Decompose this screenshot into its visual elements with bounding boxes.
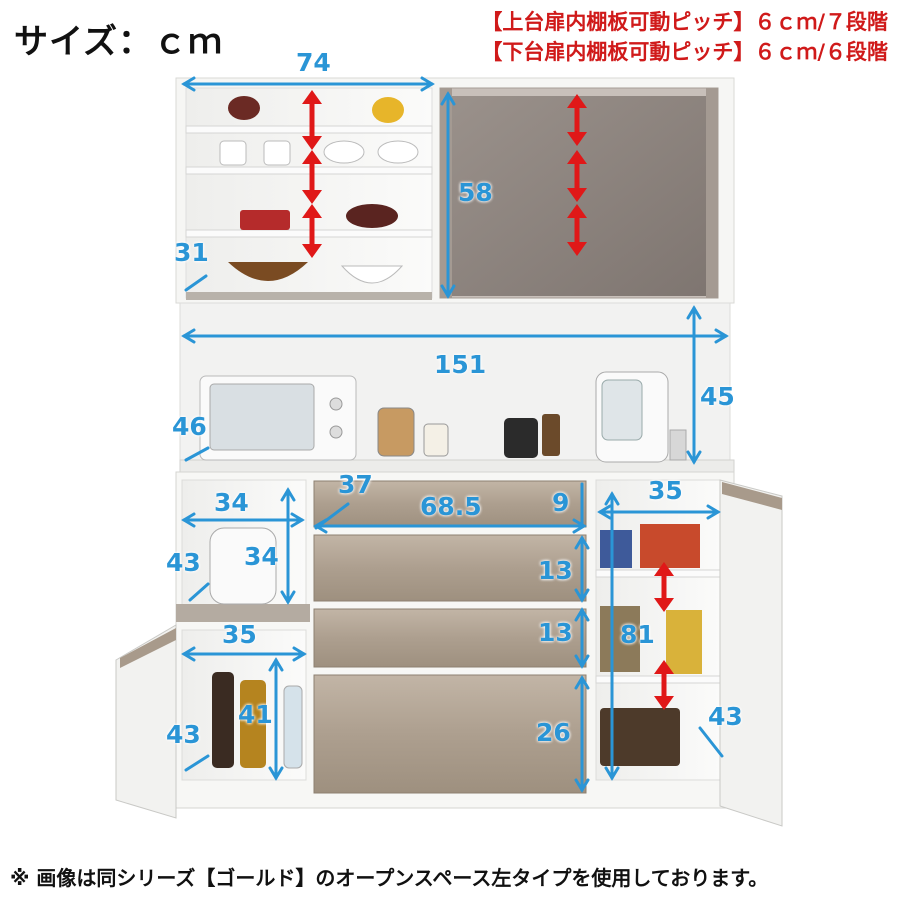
bowl-icon [372, 97, 404, 123]
dim-drawer-depth: 37 [338, 470, 373, 499]
shelf [595, 675, 721, 684]
right-door [719, 479, 783, 827]
bottle-icon [212, 672, 234, 768]
cup-icon [669, 429, 687, 461]
cup-icon [377, 140, 419, 164]
jar-icon [504, 418, 538, 458]
bottle-icon [283, 685, 303, 769]
pitch-arrows [302, 90, 674, 710]
footer-note: ※ 画像は同シリーズ【ゴールド】のオープンスペース左タイプを使用しております。 [10, 866, 769, 890]
dim-left-box-depth: 43 [166, 548, 201, 577]
dim-counter-height: 45 [700, 382, 735, 411]
dim-drawer-width: 68.5 [420, 492, 482, 521]
jar-icon [600, 606, 640, 672]
dim-counter-depth: 46 [172, 412, 207, 441]
rice-cooker-icon [209, 527, 277, 605]
pasta-box-icon [666, 610, 702, 674]
dim-drawer4-height: 26 [536, 718, 571, 747]
dim-left-cabinet-width: 35 [222, 620, 257, 649]
bottle-icon [240, 680, 266, 768]
cup-icon [323, 140, 365, 164]
shelf-bottom [186, 292, 432, 300]
shelf [185, 229, 433, 238]
cup-icon [219, 140, 247, 166]
dim-upper-depth: 31 [174, 238, 209, 267]
bowl-icon [228, 96, 260, 120]
wooden-bowl-icon [228, 262, 308, 281]
dim-drawer1-height: 9 [552, 488, 570, 517]
upper-pitch-label: 【上台扉内棚板可動ピッチ】６ｃｍ/７段階 [481, 10, 888, 34]
food-box-icon [640, 524, 700, 568]
shelf [185, 125, 433, 134]
lower-pitch-label: 【下台扉内棚板可動ピッチ】６ｃｍ/６段階 [481, 40, 888, 64]
counter-space [179, 302, 735, 473]
glass-door [452, 96, 714, 296]
dim-left-box-height: 34 [244, 542, 279, 571]
dim-left-box-width: 34 [214, 488, 249, 517]
dim-left-cabinet-depth: 43 [166, 720, 201, 749]
drawer-4 [313, 674, 587, 794]
jar-icon [600, 708, 680, 766]
casserole-icon [346, 204, 398, 228]
dim-right-cabinet-depth: 43 [708, 702, 743, 731]
dim-top-width: 74 [296, 48, 331, 77]
white-bowl-icon [340, 265, 404, 284]
lower-base [115, 471, 783, 827]
dim-right-cabinet-height: 81 [620, 620, 655, 649]
dim-drawer3-height: 13 [538, 618, 573, 647]
size-unit-label: サイズ：ｃｍ [14, 22, 223, 62]
dim-left-cabinet-height: 41 [238, 700, 273, 729]
food-box-icon [600, 530, 632, 568]
drawer-2 [313, 534, 587, 602]
dim-counter-width: 151 [434, 350, 487, 379]
jar-icon [423, 423, 449, 457]
dim-drawer2-height: 13 [538, 556, 573, 585]
dim-right-cabinet-width: 35 [648, 476, 683, 505]
drawer-3 [313, 608, 587, 668]
dimension-lines [181, 76, 729, 793]
jar-icon [542, 414, 560, 456]
jar-icon [377, 407, 415, 457]
dim-upper-door-height: 58 [458, 178, 493, 207]
cup-icon [263, 140, 291, 166]
slide-shelf [176, 604, 310, 622]
casserole-icon [240, 210, 290, 230]
shelf [185, 166, 433, 175]
upper-hutch [175, 77, 735, 304]
left-door [115, 624, 177, 819]
